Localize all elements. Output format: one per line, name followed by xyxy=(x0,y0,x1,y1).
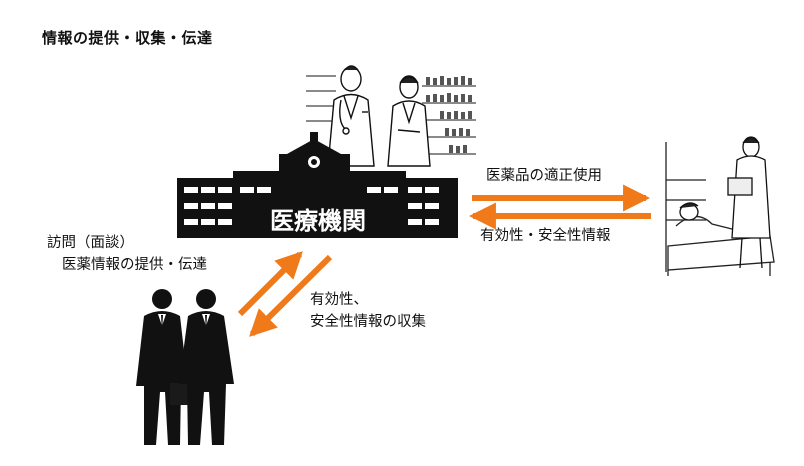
return-info-label: 有効性・安全性情報 xyxy=(480,228,611,244)
business-people-silhouette xyxy=(136,289,234,445)
page-title: 情報の提供・収集・伝達 xyxy=(42,29,213,47)
visit-detail-label: 医薬情報の提供・伝達 xyxy=(62,257,207,273)
hospital-building-icon xyxy=(177,132,458,238)
visit-label: 訪問（面談） xyxy=(47,235,134,251)
patient-bed-illustration xyxy=(662,132,776,276)
visit-arrow xyxy=(237,251,303,317)
collection-label-line1: 有効性、 xyxy=(310,292,368,308)
usage-label: 医薬品の適正使用 xyxy=(486,168,602,184)
collection-label-line2: 安全性情報の収集 xyxy=(310,314,426,330)
flow-arrows xyxy=(237,184,651,337)
hospital-name: 医療機関 xyxy=(270,207,366,235)
collection-arrow xyxy=(249,254,333,337)
doctors-illustration xyxy=(306,64,476,167)
